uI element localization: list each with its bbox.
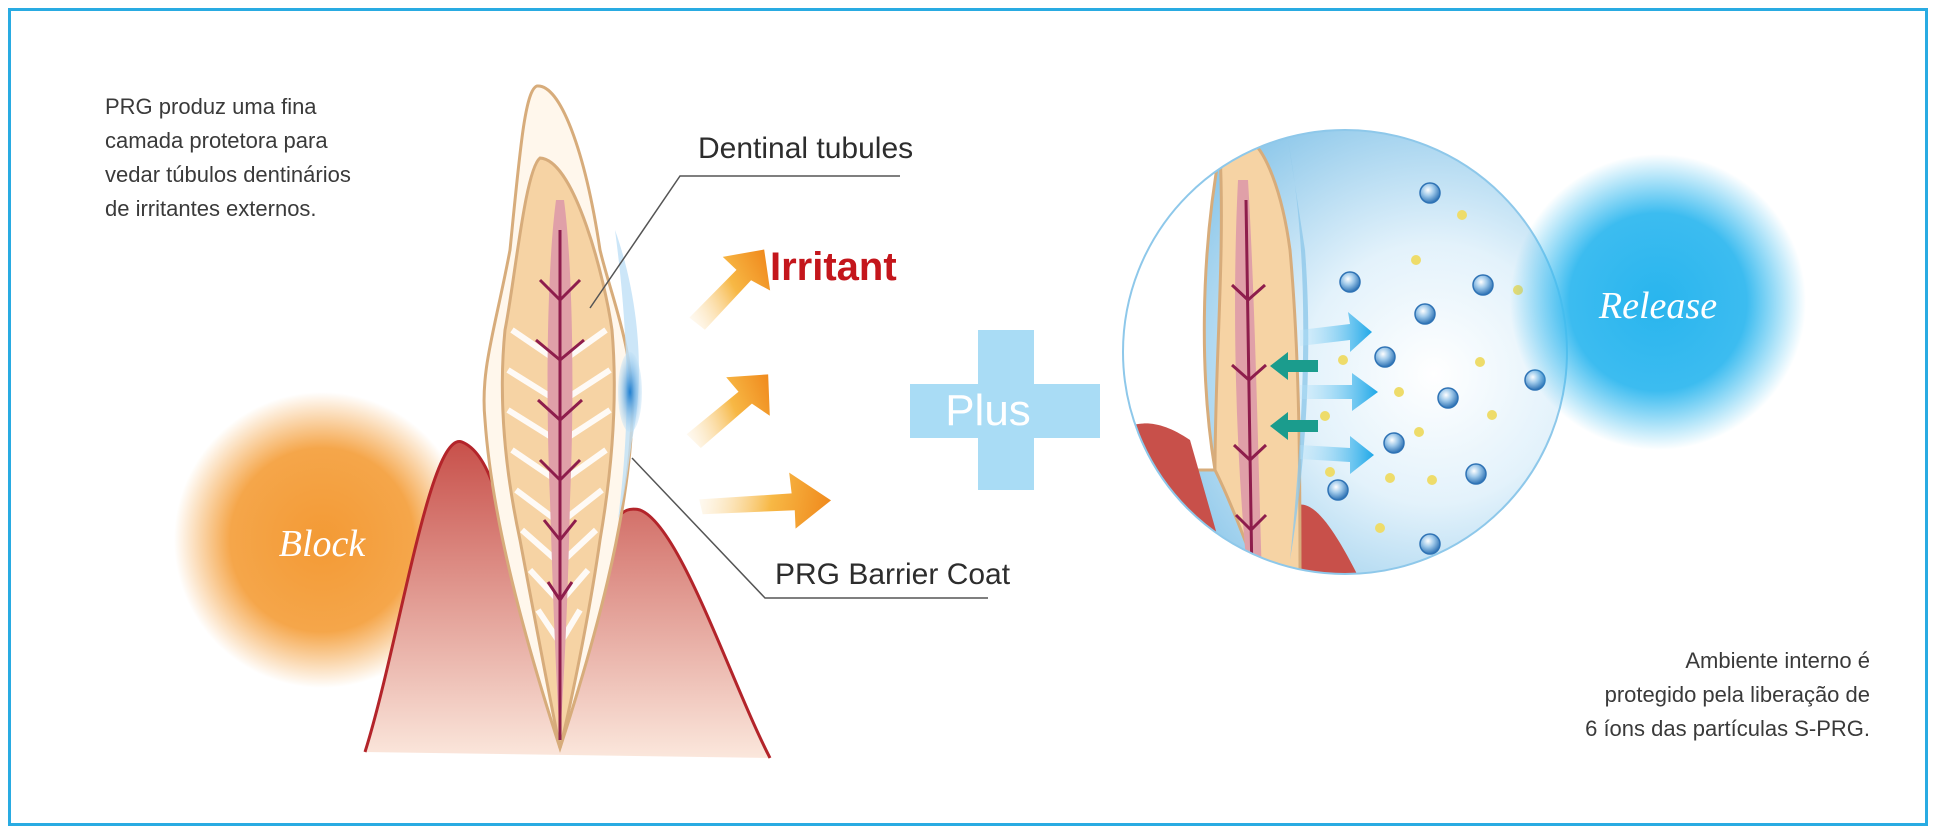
magnified-view bbox=[1120, 130, 1567, 580]
prg-barrier-coat-label: PRG Barrier Coat bbox=[775, 558, 1011, 591]
plus-label: Plus bbox=[945, 386, 1031, 435]
dentinal-tubules-label: Dentinal tubules bbox=[698, 132, 913, 165]
release-label: Release bbox=[1598, 285, 1717, 327]
irritant-label: Irritant bbox=[770, 245, 897, 289]
block-label: Block bbox=[279, 523, 367, 565]
